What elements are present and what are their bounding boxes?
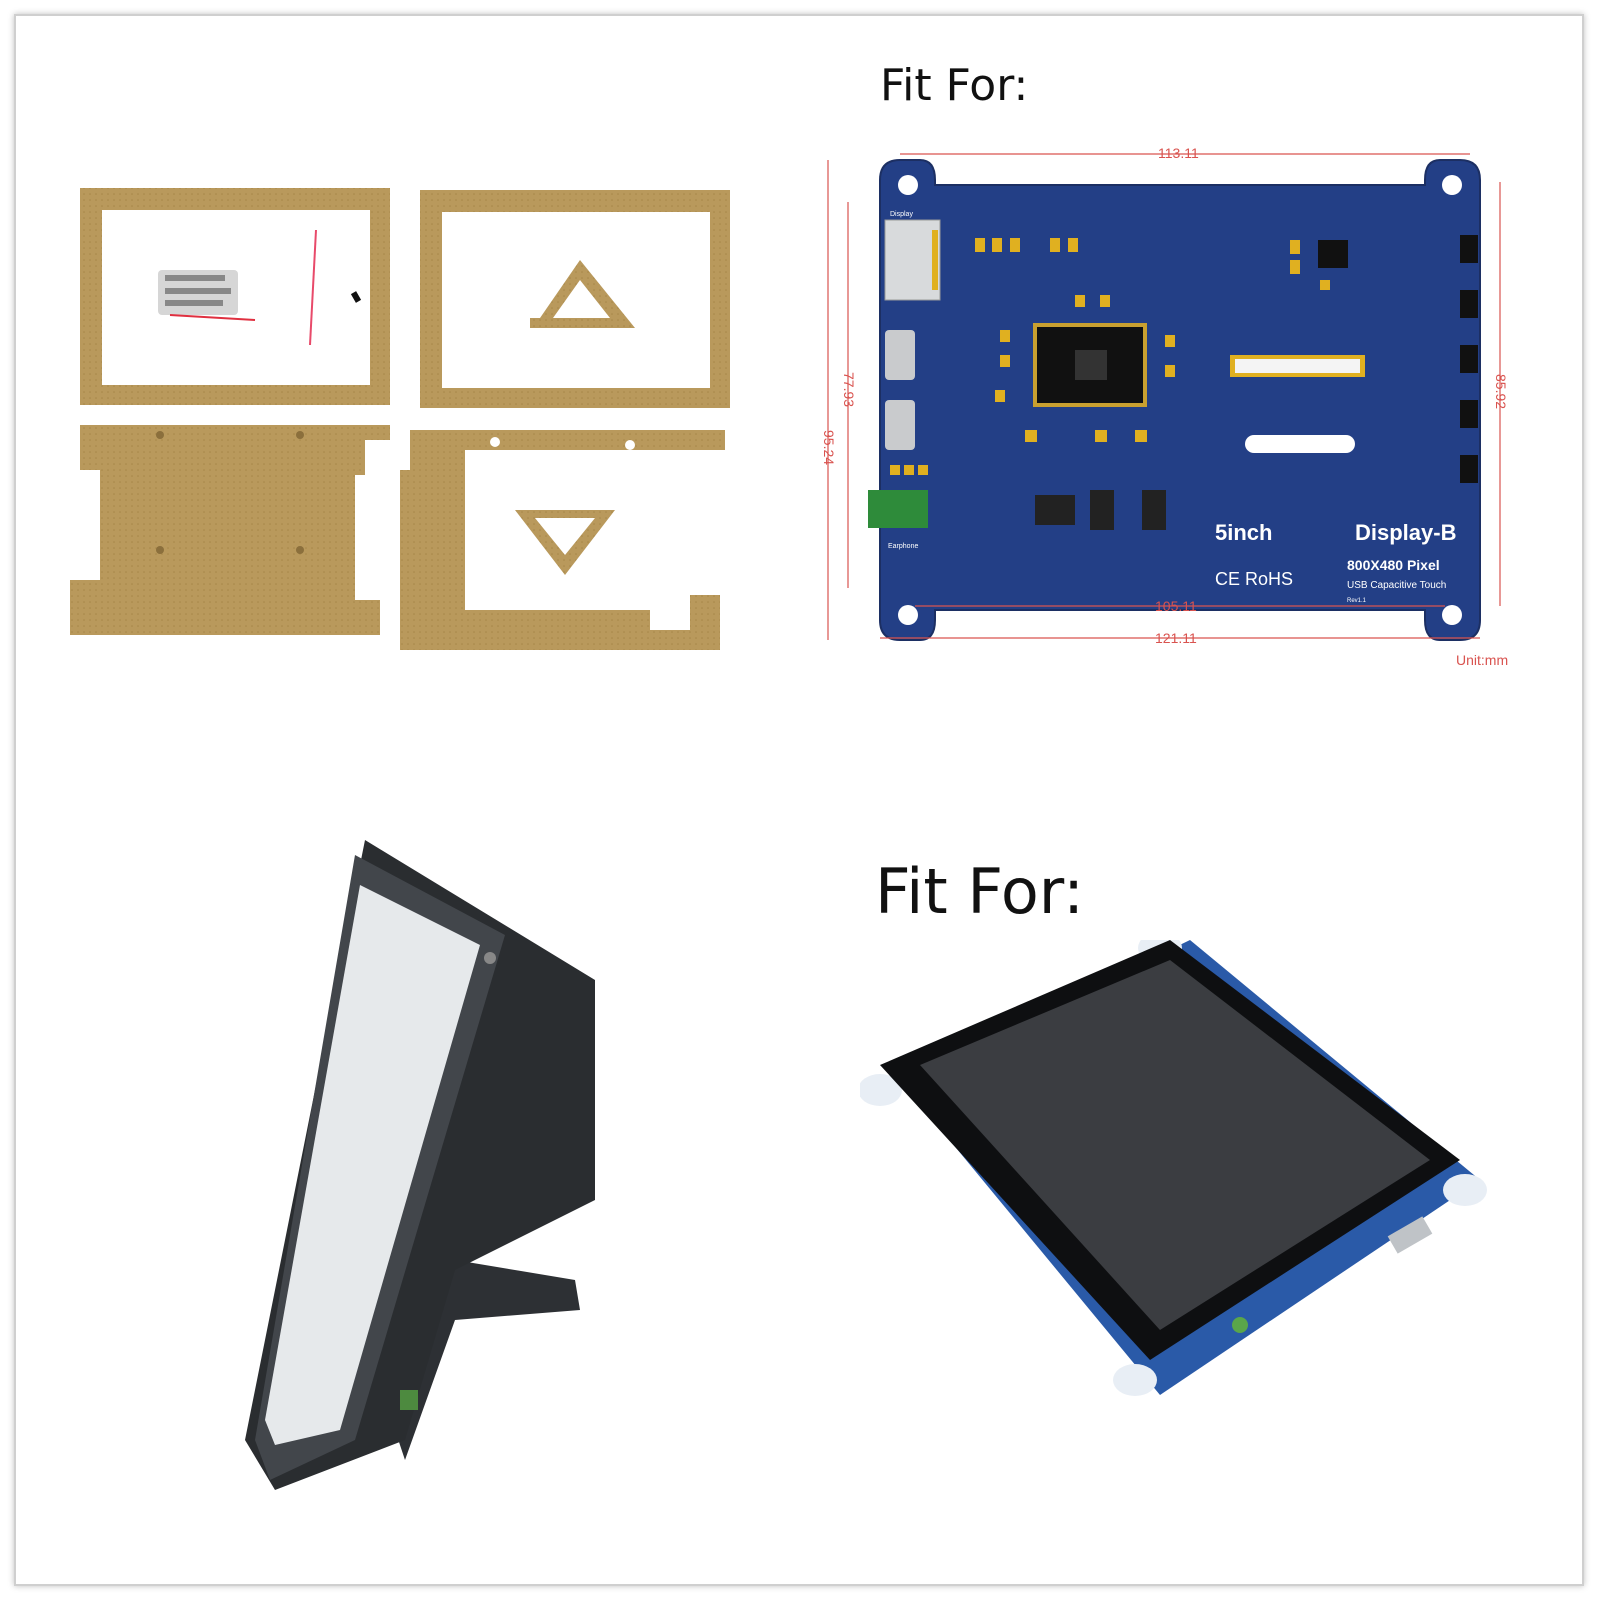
fit-for-label-top: Fit For: (880, 60, 1029, 111)
dimension-lines (827, 153, 1501, 640)
board-size: 5inch (1215, 520, 1272, 545)
hdmi-port (884, 219, 941, 301)
dim-right: 85.92 (1493, 374, 1509, 409)
acrylic-case-parts (70, 188, 730, 650)
acrylic-frame-1 (80, 188, 390, 405)
board-rev: Rev1.1 (1347, 598, 1367, 604)
dim-unit: Unit:mm (1456, 652, 1508, 668)
dim-bottom-inner: 105.11 (1155, 598, 1197, 614)
dim-left-outer: 95.24 (821, 430, 837, 465)
board-resolution: 800X480 Pixel (1347, 557, 1440, 573)
screws-bag (158, 270, 256, 321)
display-board-dimensions: Display Earphone 5inch Display-B 800X480… (821, 145, 1509, 668)
board-cert: CE RoHS (1215, 569, 1293, 589)
port-label-display: Display (890, 211, 913, 218)
stand-triangle-1 (530, 260, 635, 328)
display-module-photo (860, 940, 1487, 1396)
usb-port-1 (885, 330, 915, 380)
cable-tie (309, 229, 317, 346)
stand-triangle-2 (515, 510, 615, 575)
dim-top: 113.11 (1158, 145, 1199, 161)
earphone-jack (1232, 1317, 1248, 1333)
screen-glass (265, 885, 480, 1445)
port-label-earphone: Earphone (888, 543, 918, 550)
acrylic-back-plate (70, 425, 390, 635)
usb-port-2 (885, 400, 915, 450)
fit-for-label-bottom: Fit For: (875, 855, 1085, 928)
side-buttons (1460, 235, 1478, 483)
assembled-case-photo (245, 840, 595, 1490)
acrylic-frame-2 (420, 190, 730, 408)
lcd-screen (920, 960, 1430, 1330)
connector-green (400, 1390, 418, 1410)
dim-left-inner: 77.93 (841, 372, 857, 407)
hdmi-connector (1387, 1216, 1433, 1254)
board-model: Display-B (1355, 520, 1456, 545)
acrylic-bottom-frame (400, 430, 725, 650)
earphone-jack (868, 490, 928, 528)
dim-bottom-outer: 121.11 (1155, 630, 1197, 646)
display-board: Display Earphone 5inch Display-B 800X480… (868, 159, 1481, 641)
board-touch: USB Capacitive Touch (1347, 580, 1446, 591)
